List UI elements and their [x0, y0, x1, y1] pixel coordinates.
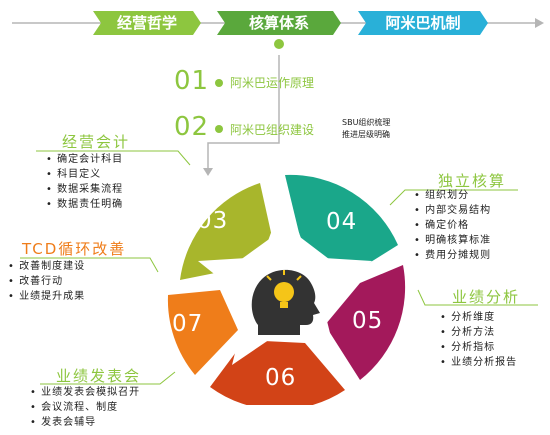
list-item: 业绩分析报告	[440, 355, 517, 370]
tab-shape-amoeba	[358, 11, 488, 35]
top-arrow-bar	[12, 11, 544, 49]
step-number-01: 01	[174, 66, 210, 96]
list-item: 费用分摊规则	[414, 248, 491, 263]
section-title-07: TCD循环改善	[22, 240, 127, 258]
tab-shape-accounting	[217, 11, 341, 35]
section-list-05: 分析维度 分析方法 分析指标 业绩分析报告	[440, 310, 517, 370]
section-title-04: 独立核算	[438, 172, 507, 190]
segment-04-shape	[285, 174, 398, 275]
segment-07-shape	[167, 290, 238, 375]
section-list-03: 确定会计科目 科目定义 数据采集流程 数据责任明确	[46, 152, 123, 212]
section-list-07: 改善制度建设 改善行动 业绩提升成果	[8, 259, 85, 304]
step-02-notes: SBU组织梳理 推进层级明确	[342, 117, 390, 141]
step-number-02: 02	[174, 112, 210, 142]
segment-number-04: 04	[326, 209, 358, 235]
head-lightbulb-icon	[251, 269, 320, 335]
list-item: 发表会辅导	[30, 415, 140, 430]
section-title-06: 业绩发表会	[56, 367, 142, 385]
list-item: 分析指标	[440, 340, 517, 355]
list-item: 分析方法	[440, 325, 517, 340]
list-item: 科目定义	[46, 167, 123, 182]
segment-03-shape	[180, 183, 272, 280]
segment-number-05: 05	[352, 308, 384, 334]
list-item: 组织划分	[414, 188, 491, 203]
step-02-note-1: SBU组织梳理	[342, 118, 391, 127]
list-item: 内部交易结构	[414, 203, 491, 218]
list-item: 数据责任明确	[46, 197, 123, 212]
list-item: 确定会计科目	[46, 152, 123, 167]
list-item: 分析维度	[440, 310, 517, 325]
tab-amoeba-mechanism: 阿米巴机制	[385, 14, 461, 32]
list-item: 改善制度建设	[8, 259, 85, 274]
section-list-04: 组织划分 内部交易结构 确定价格 明确核算标准 费用分摊规则	[414, 188, 491, 263]
tab-shape-philosophy	[93, 11, 201, 35]
list-item: 业绩发表会模拟召开	[30, 385, 140, 400]
step-label-01: 阿米巴运作原理	[230, 76, 315, 90]
list-item: 数据采集流程	[46, 182, 123, 197]
step-02-note-2: 推进层级明确	[342, 130, 390, 139]
list-item: 明确核算标准	[414, 233, 491, 248]
list-item: 会议流程、制度	[30, 400, 140, 415]
section-list-06: 业绩发表会模拟召开 会议流程、制度 发表会辅导	[30, 385, 140, 430]
tab-accounting-system: 核算体系	[248, 14, 309, 32]
section-title-03: 经营会计	[62, 133, 131, 151]
step-label-02: 阿米巴组织建设	[230, 123, 315, 137]
star-wheel	[167, 174, 406, 405]
tab-philosophy: 经营哲学	[116, 14, 177, 32]
list-item: 业绩提升成果	[8, 289, 85, 304]
list-item: 确定价格	[414, 218, 491, 233]
section-title-05: 业绩分析	[452, 288, 521, 306]
segment-number-07: 07	[172, 311, 204, 337]
list-item: 改善行动	[8, 274, 85, 289]
segment-number-03: 03	[197, 208, 229, 234]
segment-number-06: 06	[265, 365, 297, 391]
segment-05-shape	[325, 265, 406, 380]
